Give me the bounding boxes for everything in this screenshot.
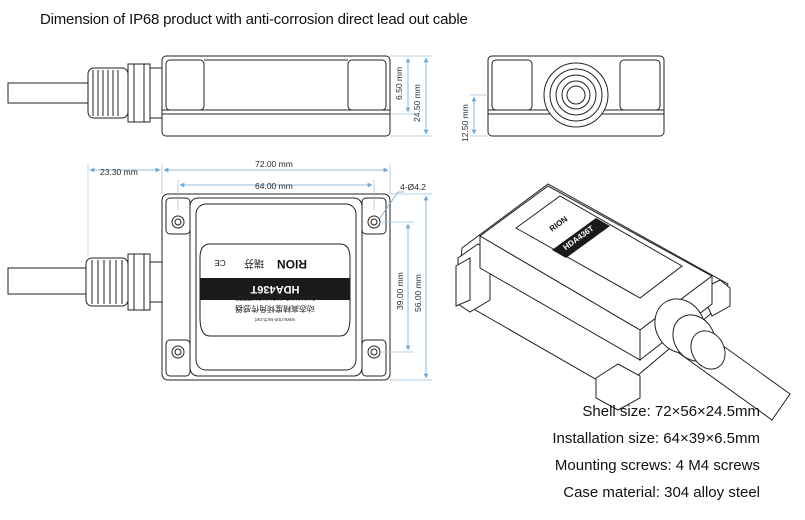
dim-end-height: 12.50 mm xyxy=(460,104,470,142)
cable-gland xyxy=(87,63,163,123)
dim-overall-length: 72.00 mm xyxy=(255,159,293,169)
label-ce: CE xyxy=(214,258,225,267)
housing-side xyxy=(161,55,391,137)
iso-label: HDA436T RION xyxy=(515,195,683,299)
label-brand: RION xyxy=(277,257,307,271)
spec-case-material: Case material: 304 alloy steel xyxy=(563,484,760,501)
label-brand-cn: 瑞芬 xyxy=(244,257,264,269)
label-en-name: DYNAMIC INCLINOMETER xyxy=(234,294,315,301)
spec-installation-size: Installation size: 64×39×6.5mm xyxy=(552,430,760,447)
spec-shell-size: Shell size: 72×56×24.5mm xyxy=(582,403,760,420)
label-cn-name: 动态高精度倾角传感器 xyxy=(235,304,315,314)
label-website: www.rion-tech.net xyxy=(255,316,295,322)
dim-hole-spacing-x: 64.00 mm xyxy=(255,181,293,191)
iso-gland xyxy=(654,298,726,370)
page-title: Dimension of IP68 product with anti-corr… xyxy=(40,11,468,28)
side-view: 6.50 mm 24.50 mm xyxy=(7,55,432,137)
spec-mounting-screws: Mounting screws: 4 M4 screws xyxy=(554,457,760,474)
label-model: HDA436T xyxy=(250,283,299,295)
dim-side-small: 6.50 mm xyxy=(394,67,404,100)
dim-holes: 4-Ø4.2 xyxy=(400,182,426,192)
cable-top xyxy=(7,267,91,295)
mounting-holes xyxy=(165,197,387,377)
dim-side-height: 24.50 mm xyxy=(412,84,422,122)
top-view: HDA436T 动态高精度倾角传感器 DYNAMIC INCLINOMETER … xyxy=(7,159,432,381)
end-view: 12.50 mm xyxy=(460,55,665,142)
dim-overall-width: 56.00 mm xyxy=(413,274,423,312)
dim-cable-offset: 23.30 mm xyxy=(100,167,138,177)
cable xyxy=(7,82,91,104)
product-label: HDA436T 动态高精度倾角传感器 DYNAMIC INCLINOMETER … xyxy=(199,243,351,337)
gland-end-face xyxy=(543,62,609,128)
isometric-view: HDA436T RION xyxy=(455,183,791,421)
cable-gland-top xyxy=(85,253,163,311)
dim-hole-spacing-y: 39.00 mm xyxy=(395,272,405,310)
housing-top: HDA436T 动态高精度倾角传感器 DYNAMIC INCLINOMETER … xyxy=(161,193,391,381)
